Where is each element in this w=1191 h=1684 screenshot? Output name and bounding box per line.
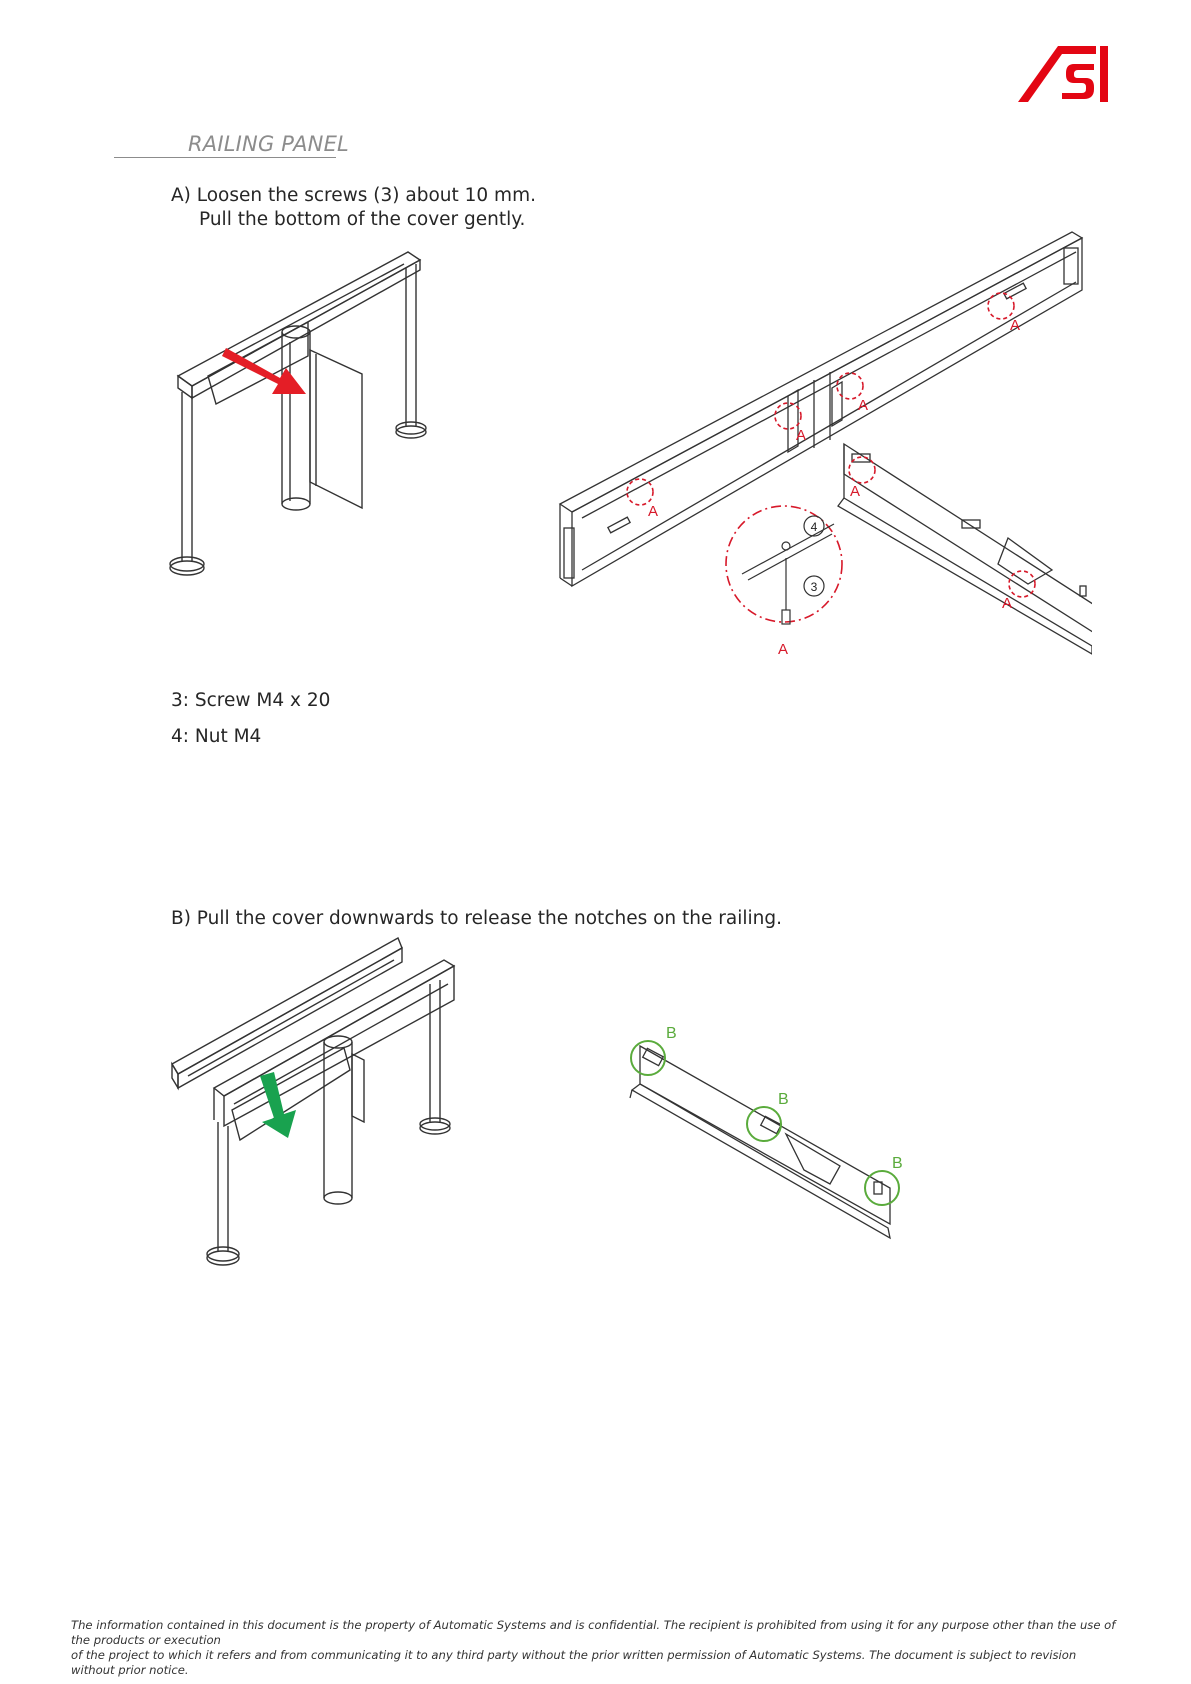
legend-nut: 4: Nut M4 [171,726,262,747]
as-logo-icon [1018,46,1108,102]
footer-line-1: The information contained in this docume… [71,1618,1116,1647]
detail-label-4: 4 [811,520,818,534]
callout-label-a: A [858,397,868,414]
confidentiality-footer: The information contained in this docume… [71,1618,1121,1678]
legend-screw: 3: Screw M4 x 20 [171,690,331,711]
figure-gate-cover-release [171,937,456,1266]
figure-railing-frame-exploded: 4 3 A A A A A A A [558,231,1092,658]
pull-arrow-green [260,1072,296,1138]
callout-label-a: A [1002,595,1012,612]
step-a-instruction-cont: Pull the bottom of the cover gently. [199,209,526,230]
figure-cover-notches: B B B [629,1025,903,1240]
detail-label-3: 3 [811,580,818,594]
callout-label-a: A [1010,317,1020,334]
step-a-instruction: A) Loosen the screws (3) about 10 mm. [171,185,536,206]
figure-gate-cover-pull [169,251,427,576]
callout-label-a: A [778,641,788,658]
section-title: RAILING PANEL [188,132,349,156]
callout-label-b: B [892,1155,903,1172]
callout-label-b: B [666,1025,677,1042]
callout-label-a: A [850,483,860,500]
callout-label-a: A [648,503,658,520]
callout-label-a: A [796,427,806,444]
title-underline [114,157,336,158]
footer-line-2: of the project to which it refers and fr… [71,1648,1077,1677]
pull-arrow-red [222,348,306,394]
callout-label-b: B [778,1091,789,1108]
step-b-instruction: B) Pull the cover downwards to release t… [171,908,782,929]
